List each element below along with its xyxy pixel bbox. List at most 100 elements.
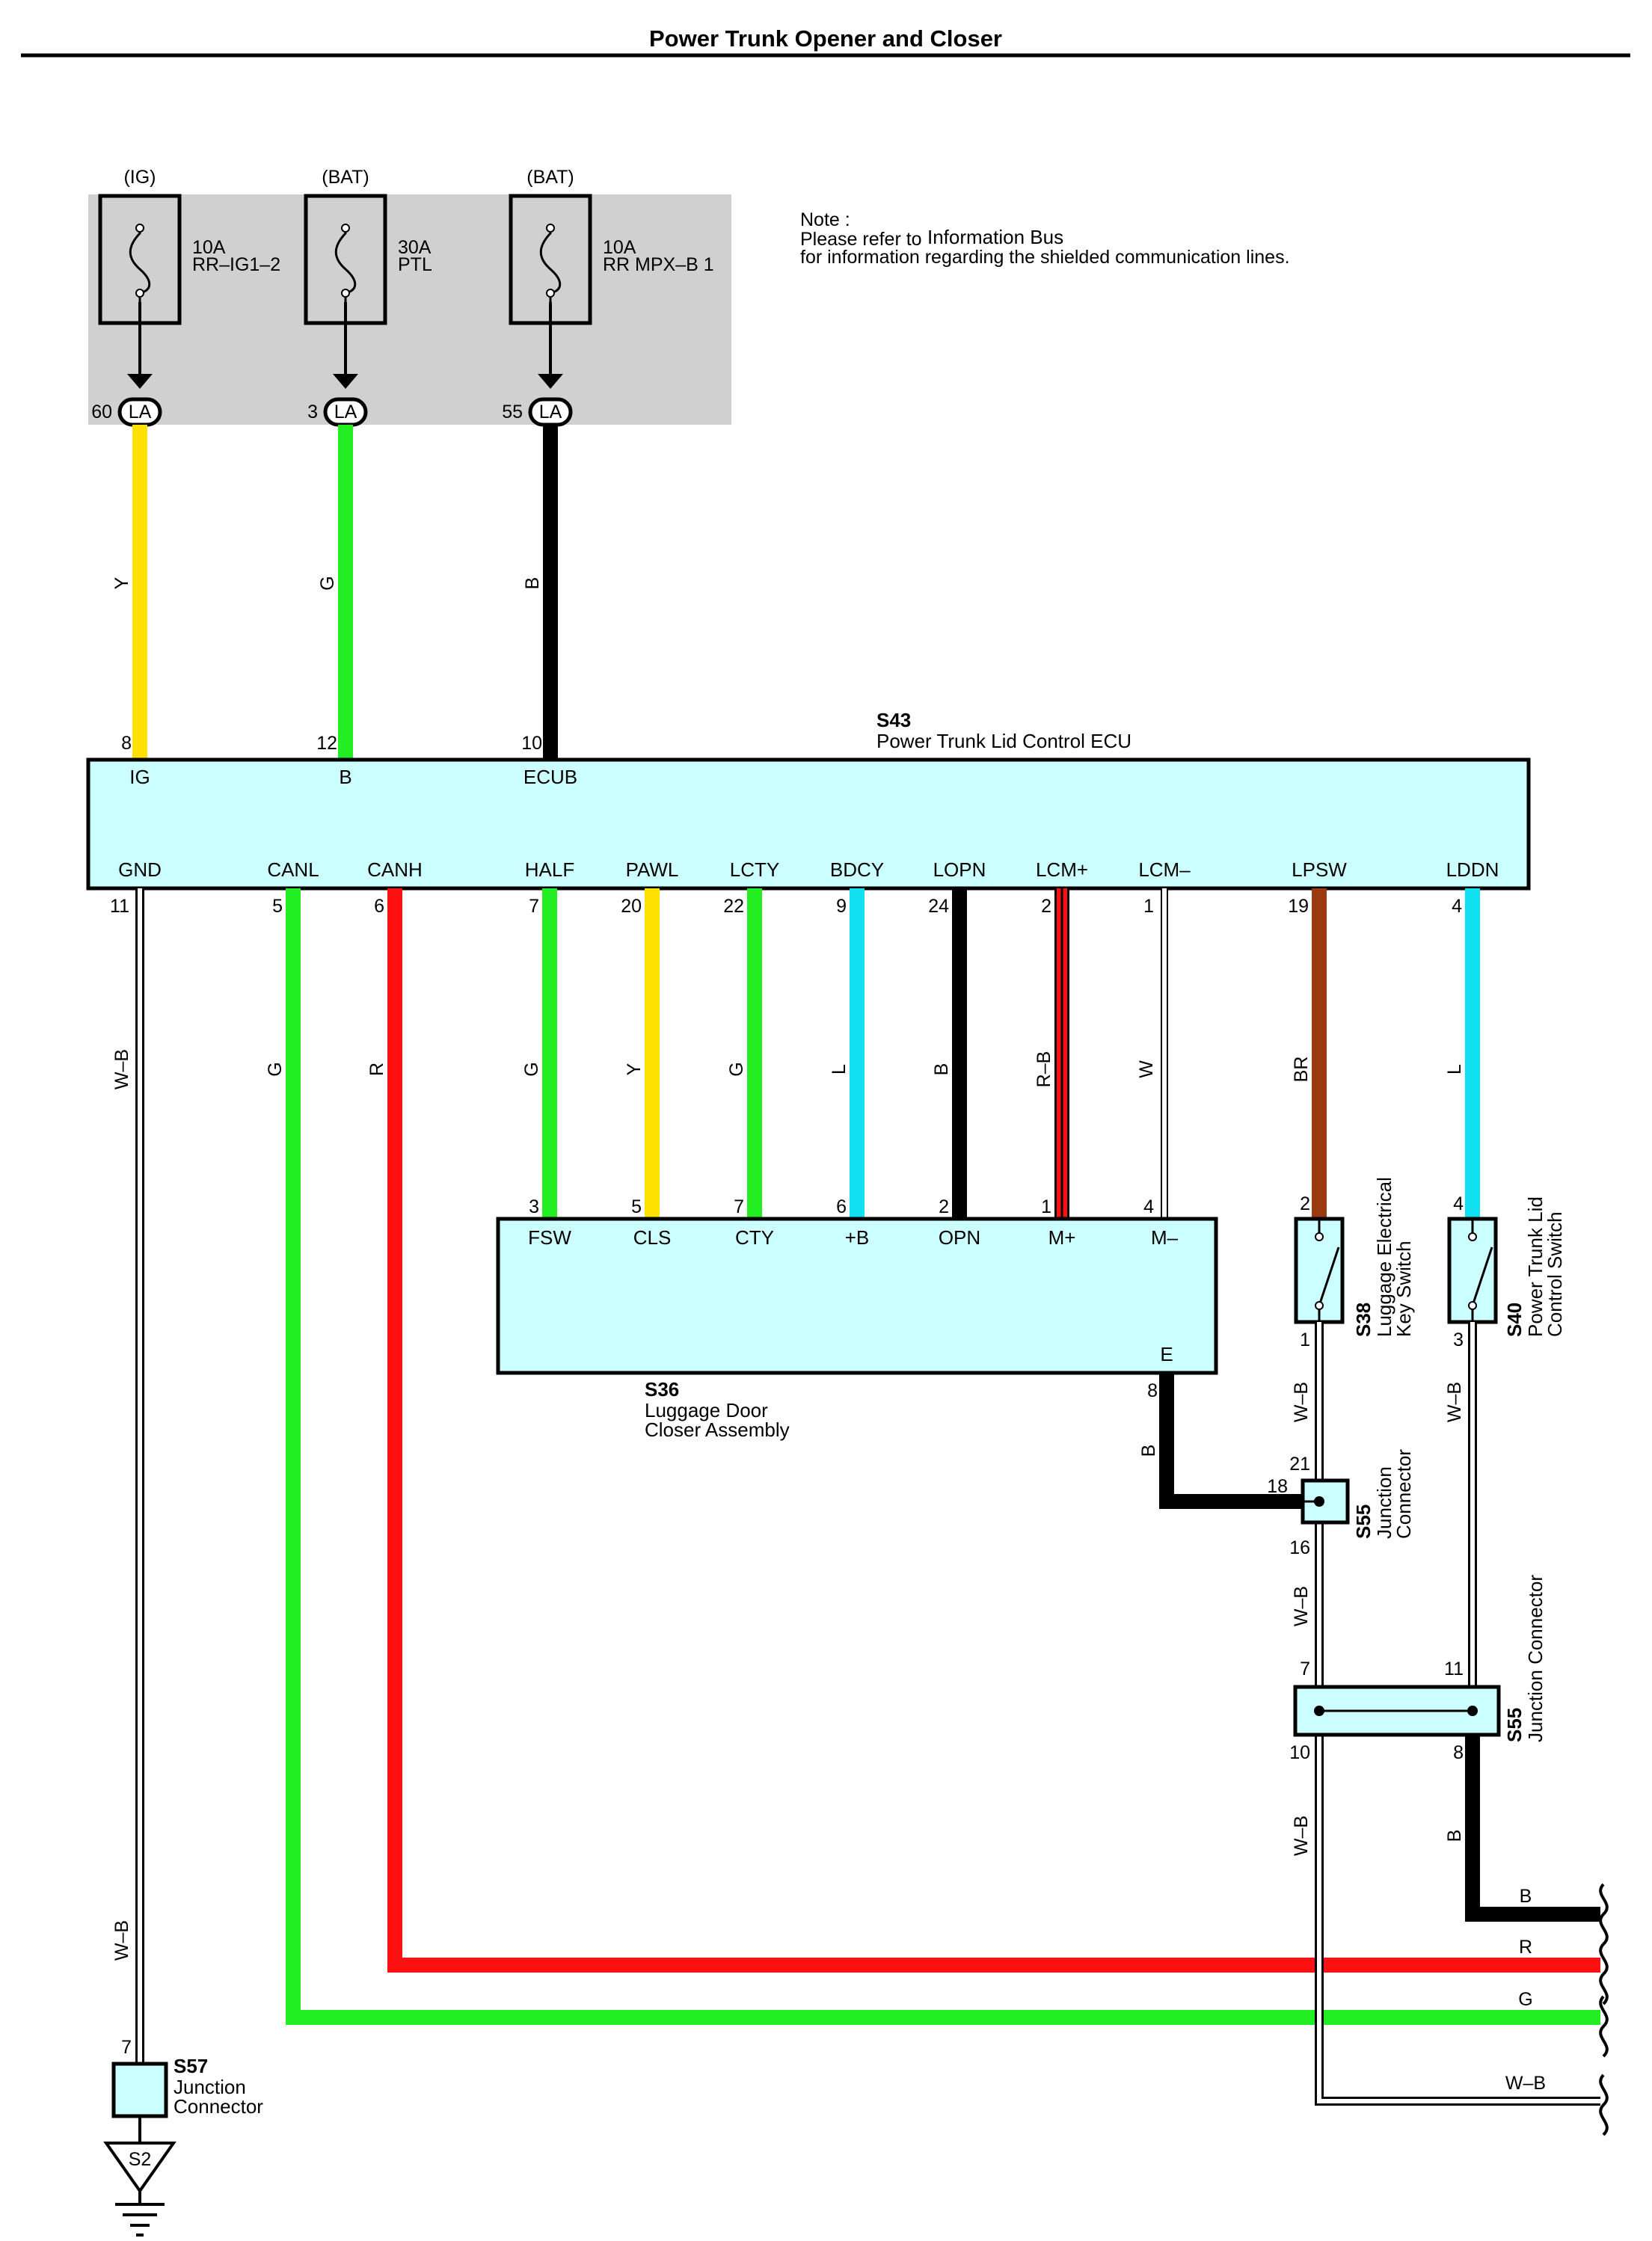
pin-number: 21	[1289, 1454, 1310, 1475]
pin-number: 7	[121, 2037, 132, 2058]
pin-label: BDCY	[830, 858, 884, 881]
wire-label: G	[265, 1062, 286, 1076]
wire-label: B	[931, 1063, 952, 1076]
svg-text:LA: LA	[129, 402, 152, 422]
component-name: Junction	[1373, 1466, 1395, 1539]
off-page-exits: B R G W–B	[1505, 1883, 1609, 2136]
wire-label: B	[522, 577, 543, 590]
pin-number: 6	[374, 896, 384, 917]
fuse-rr-ig1-2: (IG) 10A RR–IG1–2	[98, 167, 280, 389]
pin-label: ECUB	[523, 766, 577, 788]
svg-text:for information regarding the: for information regarding the shielded c…	[800, 247, 1290, 268]
component-name: Connector	[1392, 1449, 1415, 1539]
junction-box	[111, 2062, 168, 2118]
pin-number: 1	[1300, 1329, 1310, 1350]
component-name: Closer Assembly	[645, 1418, 790, 1441]
wire-label: W–B	[1444, 1382, 1465, 1422]
lid-switch-s40: 4 3 S40 Power Trunk Lid Control Switch W…	[1444, 1193, 1566, 1422]
wire-label: L	[1444, 1064, 1465, 1075]
fuse-rr-mpx-b1: (BAT) 10A RR MPX–B 1	[509, 167, 714, 389]
fuse-name: RR MPX–B 1	[603, 254, 714, 275]
pin-label: CTY	[735, 1226, 774, 1249]
wire-b-closer-ground	[1159, 1373, 1303, 1509]
wire-label: B	[1138, 1445, 1159, 1457]
wire-label: L	[829, 1064, 850, 1075]
component-name: Power Trunk Lid Control ECU	[876, 730, 1131, 752]
ecu-wire-labels: W–B G R G Y G L B R–B W BR L	[111, 1049, 1465, 1089]
pin-label: B	[339, 766, 351, 788]
component-name: Key Switch	[1392, 1241, 1415, 1337]
wire-label: W–B	[111, 1920, 132, 1961]
pin-label: PAWL	[626, 858, 679, 881]
pin-number: 4	[1453, 1193, 1464, 1214]
pin-label: M–	[1151, 1226, 1179, 1249]
fuse-icon	[129, 224, 151, 302]
break-icon	[1599, 1943, 1609, 2005]
pin-number: 8	[1453, 1742, 1464, 1763]
break-icon	[1599, 1995, 1609, 2058]
component-name: Junction	[174, 2076, 246, 2098]
pin-number: 1	[1041, 1196, 1051, 1217]
closer-s36	[496, 1217, 1218, 1375]
component-code: S40	[1503, 1303, 1526, 1337]
pin-label: FSW	[528, 1226, 571, 1249]
pin-number: 22	[723, 896, 744, 917]
wire-label: R	[1519, 1937, 1532, 1958]
fuse-source: (BAT)	[526, 167, 574, 188]
wire-label: G	[521, 1062, 542, 1076]
switch-icon	[1318, 1246, 1340, 1306]
svg-text:LA: LA	[334, 402, 357, 422]
ecu-bottom-pins: GND11CANL5CANH6HALF7PAWL20LCTY22BDCY9LOP…	[110, 858, 1499, 917]
component-code: S57	[174, 2055, 208, 2077]
pin-number: 10	[521, 733, 542, 754]
pin-label: LCTY	[730, 858, 779, 881]
wire-label: R	[366, 1063, 387, 1076]
ecu-s43: S43 Power Trunk Lid Control ECU 8 12 10 …	[86, 709, 1531, 891]
wire-label: G	[1518, 1989, 1532, 2010]
pin-number: 5	[631, 1196, 642, 1217]
pin-number: 4	[1143, 1196, 1154, 1217]
pin-number: 1	[1143, 896, 1154, 917]
la-connectors: LA 60 LA 3 LA 55	[91, 397, 573, 427]
note: Note : Please refer to Information Bus f…	[800, 209, 1290, 268]
ground-s2: S2	[103, 2142, 176, 2237]
wire-label: Y	[624, 1063, 645, 1075]
pin-label: LDDN	[1446, 858, 1499, 881]
wire-label: Y	[111, 577, 132, 589]
svg-text:Information Bus: Information Bus	[927, 226, 1063, 248]
break-icon	[1599, 2074, 1609, 2136]
component-name: Junction Connector	[1524, 1575, 1547, 1742]
wire-label: W–B	[1291, 1382, 1312, 1422]
pin-number: 8	[1147, 1380, 1158, 1401]
pin-number: 2	[1300, 1193, 1310, 1214]
svg-text:Please refer to: Please refer to	[800, 229, 922, 250]
svg-text:Note :: Note :	[800, 209, 850, 230]
pin-number: 8	[121, 733, 132, 754]
pin-label: LPSW	[1292, 858, 1347, 881]
pin-number: 12	[316, 733, 337, 754]
pin-number: 6	[836, 1196, 847, 1217]
ground-icon	[103, 2142, 176, 2194]
wire-label: R–B	[1034, 1051, 1054, 1088]
fuse-panel	[88, 194, 731, 425]
pin-number: 24	[928, 896, 949, 917]
pin-label: +B	[845, 1226, 870, 1249]
component-code: S55	[1352, 1504, 1375, 1539]
fuse-name: PTL	[398, 254, 432, 275]
pin-number: 7	[1300, 1659, 1310, 1679]
pin-number: 2	[1041, 896, 1051, 917]
pin-label: GND	[118, 858, 162, 881]
pin-number: 19	[1288, 896, 1309, 917]
page-title: Power Trunk Opener and Closer	[649, 25, 1002, 52]
wire-label: BR	[1291, 1057, 1312, 1083]
fuse-ptl: (BAT) 30A PTL	[304, 167, 432, 389]
component-name: Control Switch	[1544, 1211, 1566, 1337]
component-name: Connector	[174, 2095, 263, 2118]
pin-number: 18	[1267, 1476, 1288, 1497]
pin-label: CLS	[633, 1226, 672, 1249]
pin-number: 11	[110, 896, 129, 917]
wire-label: W	[1136, 1060, 1157, 1078]
junction-s55-upper: 21 18 16 S55 Junction Connector W–B	[1267, 1449, 1415, 1626]
pin-label: E	[1160, 1343, 1173, 1365]
